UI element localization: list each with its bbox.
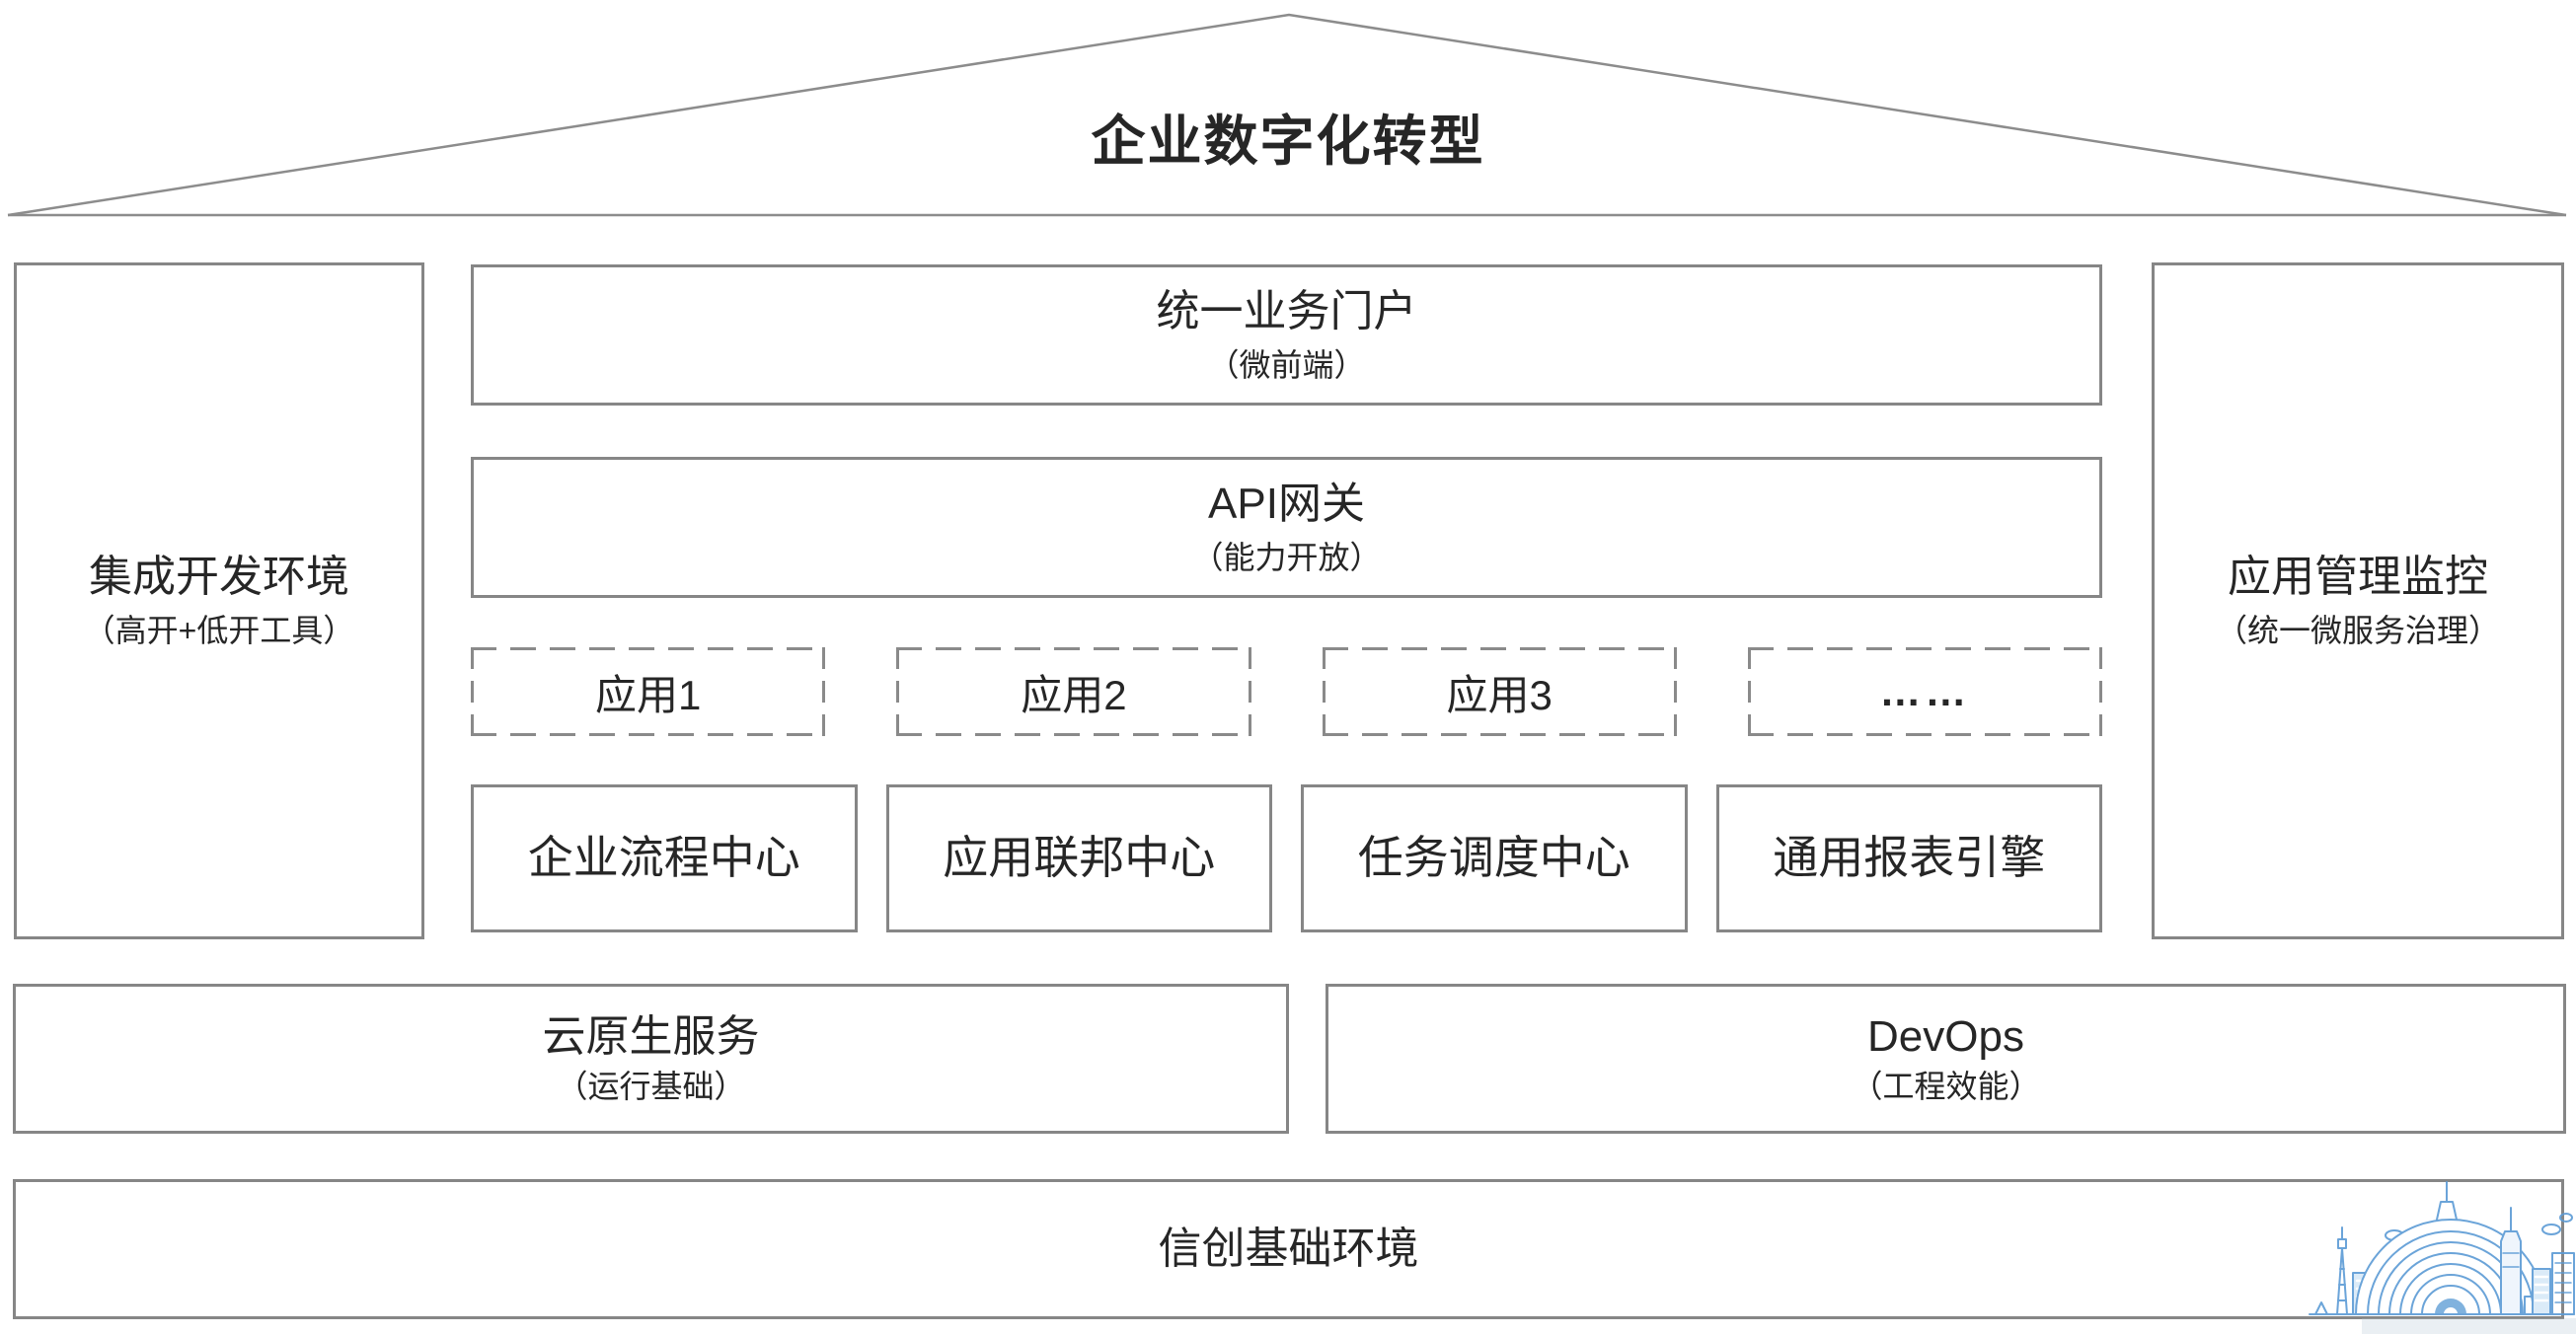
roof-edges <box>7 13 2567 217</box>
city-skyline-watermark-icon <box>2309 1181 2576 1334</box>
left-pillar-box: 集成开发环境 （高开+低开工具） <box>14 262 424 939</box>
devops-box: DevOps （工程效能） <box>1326 984 2566 1134</box>
devops-subtitle: （工程效能） <box>1851 1069 2041 1105</box>
app-1-box: 应用1 <box>471 647 826 736</box>
center-column: 统一业务门户 （微前端） API网关 （能力开放） 应用1 应用2 应用3 ……… <box>471 264 2102 932</box>
app-3-box: 应用3 <box>1322 647 1677 736</box>
report-engine-box: 通用报表引擎 <box>1715 784 2102 932</box>
api-gateway-title: API网关 <box>1208 479 1365 528</box>
left-pillar-title: 集成开发环境 <box>89 553 349 602</box>
right-pillar-title: 应用管理监控 <box>2228 553 2488 602</box>
process-center-label: 企业流程中心 <box>527 832 800 884</box>
app-2-box: 应用2 <box>896 647 1251 736</box>
right-pillar-subtitle: （统一微服务治理） <box>2215 613 2500 649</box>
cloud-native-box: 云原生服务 （运行基础） <box>13 984 1289 1134</box>
cloud-native-subtitle: （运行基础） <box>556 1069 746 1105</box>
cloud-native-title: 云原生服务 <box>542 1012 760 1062</box>
centers-row: 企业流程中心 应用联邦中心 任务调度中心 通用报表引擎 <box>471 784 2102 932</box>
unified-portal-box: 统一业务门户 （微前端） <box>471 264 2102 406</box>
scheduler-center-box: 任务调度中心 <box>1301 784 1688 932</box>
base-environment-box: 信创基础环境 <box>13 1179 2564 1319</box>
api-gateway-subtitle: （能力开放） <box>1191 539 1382 575</box>
federation-center-box: 应用联邦中心 <box>885 784 1272 932</box>
api-gateway-box: API网关 （能力开放） <box>471 457 2102 598</box>
apps-row: 应用1 应用2 应用3 …… <box>471 647 2102 736</box>
unified-portal-subtitle: （微前端） <box>1207 346 1366 383</box>
unified-portal-title: 统一业务门户 <box>1156 286 1417 335</box>
app-more-box: …… <box>1747 647 2102 736</box>
devops-title: DevOps <box>1867 1012 2024 1062</box>
scheduler-center-label: 任务调度中心 <box>1357 832 1630 884</box>
process-center-box: 企业流程中心 <box>471 784 858 932</box>
federation-center-label: 应用联邦中心 <box>943 832 1216 884</box>
foundation-row: 云原生服务 （运行基础） DevOps （工程效能） <box>13 984 2566 1134</box>
base-environment-title: 信创基础环境 <box>1158 1224 1419 1273</box>
right-pillar-box: 应用管理监控 （统一微服务治理） <box>2152 262 2564 939</box>
diagram-title: 企业数字化转型 <box>1091 111 1485 172</box>
roof-outline <box>7 13 2567 217</box>
left-pillar-subtitle: （高开+低开工具） <box>83 613 355 649</box>
report-engine-label: 通用报表引擎 <box>1773 832 2046 884</box>
